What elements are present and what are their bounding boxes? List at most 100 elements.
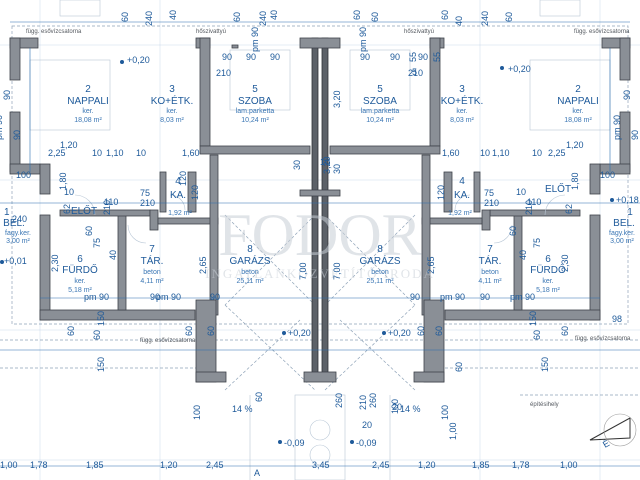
dimension-value: 10 bbox=[480, 148, 490, 158]
room-floor: ker. bbox=[166, 108, 177, 115]
room-number: 6 bbox=[545, 254, 551, 265]
dimension-value: 110 bbox=[104, 197, 118, 207]
room-name: BEL. bbox=[3, 218, 25, 229]
dimension-value: 3,20 bbox=[322, 156, 332, 174]
room-floor: fagy.ker. bbox=[609, 230, 635, 237]
level-value: +0,20 bbox=[388, 328, 411, 338]
dimension-value: 1,60 bbox=[442, 148, 460, 158]
dimension-value: 55 bbox=[408, 52, 418, 62]
room-floor: lam.parketta bbox=[236, 108, 275, 115]
dimension-value: 210 bbox=[102, 200, 112, 215]
dimension-value: 62 bbox=[62, 204, 72, 214]
dimension-value: 60 bbox=[504, 12, 514, 22]
building-site-label: építésihely bbox=[530, 402, 559, 408]
room-name: ELŐT bbox=[545, 181, 571, 195]
watermark-brand: FODOR bbox=[218, 202, 421, 268]
room-name: TÁR. bbox=[141, 254, 164, 267]
dimension-value: 1,00 bbox=[0, 460, 18, 470]
gutter-label: függ. esővízcsatorna bbox=[575, 336, 631, 342]
dimension-value: 1,85 bbox=[86, 460, 104, 470]
room-area: 4,11 m² bbox=[140, 278, 164, 285]
dimension-value: 90 bbox=[12, 130, 22, 140]
dimension-value: 40 bbox=[269, 10, 279, 20]
dimension-lines bbox=[0, 21, 640, 467]
room-area: 1,92 m² bbox=[168, 210, 192, 217]
dimension-value: 240 bbox=[12, 214, 27, 224]
dimension-value: 20 bbox=[392, 402, 402, 412]
watermark: FODOR INGATLANKÖZVETÍTŐ IRODA bbox=[205, 202, 433, 281]
room-floor: ker. bbox=[82, 108, 93, 115]
walls-left-unit bbox=[9, 37, 311, 383]
room-number: 1 bbox=[627, 207, 633, 218]
dimension-value: 14 % bbox=[232, 404, 253, 414]
dimension-value: 3,20 bbox=[332, 90, 342, 108]
level-value: -0,09 bbox=[284, 438, 305, 448]
dimension-value: 1,80 bbox=[58, 172, 68, 190]
dimension-value: 240 bbox=[144, 11, 154, 26]
dimension-value: 60 bbox=[434, 326, 444, 336]
dimension-value: 10 bbox=[516, 187, 526, 197]
level-value: -0,09 bbox=[356, 438, 377, 448]
dimension-value: 14 % bbox=[400, 404, 421, 414]
level-value: +0,20 bbox=[508, 64, 531, 74]
dimension-value: pm 90 bbox=[358, 27, 368, 52]
dimension-value: 2,30 bbox=[50, 254, 60, 272]
dimension-value: 2,30 bbox=[560, 254, 570, 272]
dimension-value: 1,10 bbox=[106, 148, 124, 158]
room-number: 4 bbox=[175, 176, 181, 187]
dimension-value: 210 bbox=[484, 198, 499, 208]
dimension-value: 60 bbox=[454, 362, 464, 372]
dimension-value: pm 90 bbox=[250, 27, 260, 52]
room-number: 3 bbox=[459, 84, 465, 95]
dimension-value: 240 bbox=[480, 11, 490, 26]
dimension-value: 75 bbox=[484, 188, 494, 198]
dimension-value: 60 bbox=[92, 330, 102, 340]
north-arrow-label: É bbox=[601, 438, 611, 450]
dimension-value: 30 bbox=[332, 164, 342, 174]
dimension-value: 210 bbox=[216, 68, 231, 78]
level-value: +0,01 bbox=[4, 256, 27, 266]
room-area: 8,03 m² bbox=[160, 117, 184, 124]
level-marker-icon bbox=[382, 331, 386, 335]
dimension-value: 90 bbox=[270, 52, 280, 62]
eaves-outline bbox=[0, 25, 640, 396]
level-value: +0,18 bbox=[616, 195, 639, 205]
gutter-label: függ. esővízcsatorna bbox=[26, 29, 82, 35]
room-floor: beton bbox=[143, 269, 161, 276]
level-marker-icon bbox=[610, 198, 614, 202]
dimension-value: 60 bbox=[560, 326, 570, 336]
dimension-value: 10 bbox=[320, 157, 330, 167]
dimension-value: 90 bbox=[2, 90, 12, 100]
room-area: 3,00 m² bbox=[6, 238, 30, 245]
dimension-value: pm 90 bbox=[84, 292, 109, 302]
dimension-value: 120 bbox=[178, 171, 188, 186]
dimension-value: 2,25 bbox=[48, 148, 66, 158]
room-number: 8 bbox=[247, 244, 253, 255]
dimension-value: 90 bbox=[246, 52, 256, 62]
room-name: GARÁZS bbox=[359, 254, 400, 267]
dimension-value: 150 bbox=[96, 357, 106, 372]
room-floor: beton bbox=[371, 269, 389, 276]
dimension-value: 20 bbox=[362, 420, 372, 430]
dimension-value: 40 bbox=[454, 16, 464, 26]
dimension-value: 110 bbox=[527, 197, 541, 207]
dimension-value: 1,20 bbox=[160, 460, 178, 470]
room-floor: ker. bbox=[74, 278, 85, 285]
dimension-value: 90 bbox=[410, 292, 420, 302]
dimension-value: 1,00 bbox=[560, 460, 578, 470]
dimension-value: 1,20 bbox=[418, 460, 436, 470]
dimension-value: pm 90 bbox=[510, 292, 535, 302]
room-name: FÜRDŐ bbox=[62, 262, 98, 276]
dimension-value: 100 bbox=[16, 170, 31, 180]
dimension-value: 100 bbox=[600, 170, 615, 180]
dimension-value: 120 bbox=[436, 185, 446, 200]
annotations: hőszivattyú hőszivattyú függ. esővízcsat… bbox=[26, 29, 631, 478]
dimension-value: 90 bbox=[210, 292, 220, 302]
room-number: 1 bbox=[4, 207, 10, 218]
